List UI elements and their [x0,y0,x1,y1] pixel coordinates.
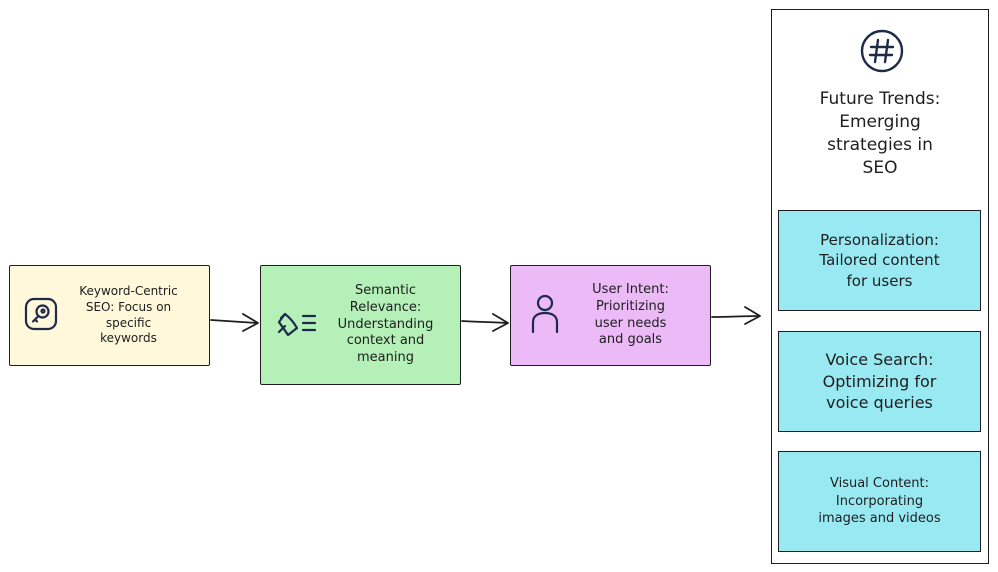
future-trends-title: Future Trends: Emerging strategies in SE… [819,89,941,178]
trend-visual-content: Visual Content: Incorporating images and… [778,451,981,552]
semantic-bell-list-icon [275,308,319,342]
stage-label: User Intent: Prioritizing user needs and… [592,281,669,348]
search-key-icon [24,297,58,335]
trend-personalization: Personalization: Tailored content for us… [778,210,981,311]
stage-label: Keyword-Centric SEO: Focus on specific k… [79,284,178,346]
arrow-semantic-to-intent [461,313,509,332]
stage-user-intent: User Intent: Prioritizing user needs and… [510,265,711,366]
user-icon [529,294,561,338]
hashtag-icon [859,28,905,78]
stage-label: Semantic Relevance: Understanding contex… [337,282,434,366]
stage-keyword-centric: Keyword-Centric SEO: Focus on specific k… [9,265,210,366]
trend-voice-search: Voice Search: Optimizing for voice queri… [778,331,981,432]
arrow-keyword-to-semantic [210,313,259,332]
arrow-intent-to-future [711,306,761,325]
stage-semantic-relevance: Semantic Relevance: Understanding contex… [260,265,461,385]
